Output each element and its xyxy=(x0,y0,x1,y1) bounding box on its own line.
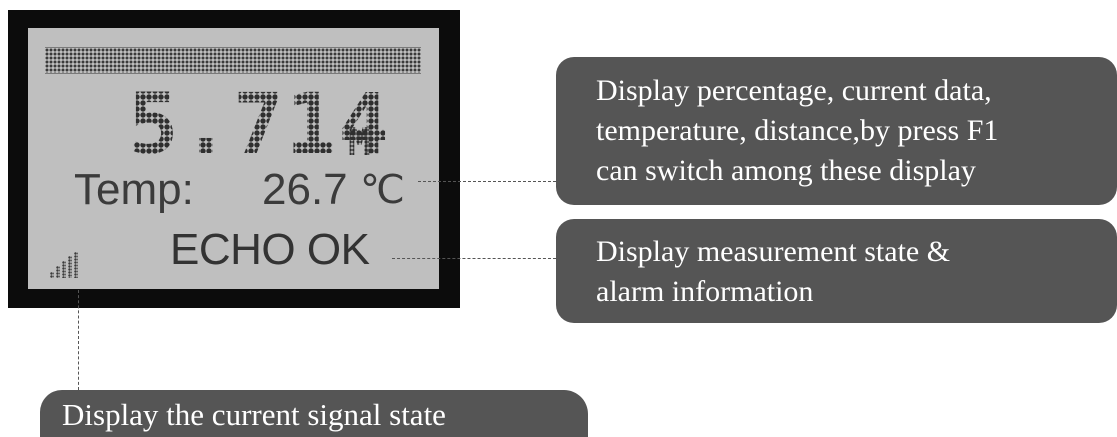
callout-text-line: alarm information xyxy=(596,275,814,308)
callout-text-line: Display percentage, current data, xyxy=(596,74,992,107)
callout-display-mode: Display percentage, current data, temper… xyxy=(556,57,1117,205)
callout-text-line: Display the current signal state xyxy=(62,397,446,432)
temperature-value: 26.7 xyxy=(262,165,348,214)
callout-signal-state: Display the current signal state xyxy=(40,390,588,437)
reading-unit: M xyxy=(348,120,371,164)
signal-bar xyxy=(68,256,72,278)
leader-line-display xyxy=(418,181,556,182)
temperature-label: Temp: xyxy=(74,165,194,214)
echo-status: ECHO OK xyxy=(170,225,370,274)
callout-text-line: temperature, distance,by press F1 xyxy=(596,114,999,147)
signal-strength-icon xyxy=(50,252,84,278)
lcd-screen: 5.714 M Temp: 26.7 ℃ ECHO OK xyxy=(28,28,439,289)
signal-bar xyxy=(50,272,54,278)
callout-text-line: can switch among these display xyxy=(596,154,976,187)
callout-measurement-state: Display measurement state & alarm inform… xyxy=(556,219,1117,323)
signal-bar xyxy=(56,266,60,278)
leader-line-state xyxy=(392,258,556,259)
temperature-unit: ℃ xyxy=(360,168,405,212)
lcd-frame: 5.714 M Temp: 26.7 ℃ ECHO OK xyxy=(8,10,460,308)
reading-value: 5.714 xyxy=(128,75,391,173)
leader-line-signal xyxy=(78,290,79,390)
signal-bar xyxy=(74,252,78,278)
callout-text-line: Display measurement state & xyxy=(596,235,951,268)
dot-matrix-bar xyxy=(45,47,421,74)
signal-bar xyxy=(62,261,66,278)
